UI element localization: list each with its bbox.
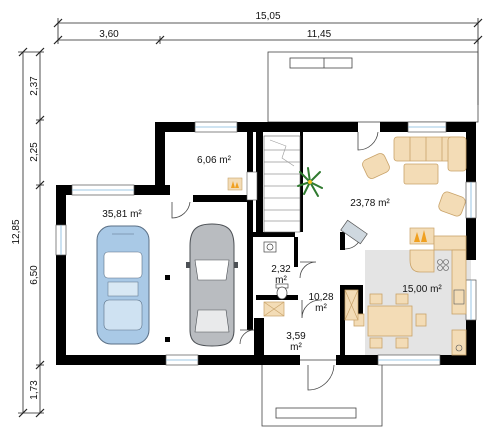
dining-table-icon [353,293,427,349]
dim-left-seg-1: 2,37 [29,76,40,96]
car-icon [96,225,150,345]
window-glass [60,126,472,361]
sofa-icon [393,136,467,185]
column-marker [165,337,170,342]
room-area-kitchen: 15,00 m² [402,284,442,295]
dim-left-seg-4: 1,73 [29,380,40,400]
dim-top-right: 11,45 [307,29,332,40]
door-swings [171,131,379,391]
bath-fixtures [263,241,277,253]
car-icon [186,223,238,347]
fireplace-icon [227,177,243,191]
room-area-boiler: 6,06 m² [197,155,232,166]
hall-closet [344,289,359,321]
room-area-living: 23,78 m² [350,198,390,209]
dimension-arrow-icon [18,18,483,418]
dim-top-left: 3,60 [99,29,119,40]
fireplace-icon [409,227,435,245]
vestibule-wardrobe [263,301,285,317]
terrace-top [267,51,479,123]
boiler-unit [246,171,258,201]
terrace-bottom [261,359,383,427]
column-marker [165,275,170,280]
dim-top-total: 15,05 [255,11,280,22]
room-area-garage: 35,81 m² [102,209,142,220]
stove-icon [437,259,465,352]
dim-left-seg-3: 6,50 [29,265,40,285]
dim-left-seg-2: 2,25 [29,142,40,162]
toilet-icon [275,283,289,300]
tv-stand [340,219,368,245]
kitchen-counter [409,235,467,356]
dim-left-total: 12,85 [11,219,22,244]
armchair-icon [362,153,466,217]
stairs-icon [263,135,301,233]
walls [56,122,476,365]
plant-icon [297,167,323,197]
